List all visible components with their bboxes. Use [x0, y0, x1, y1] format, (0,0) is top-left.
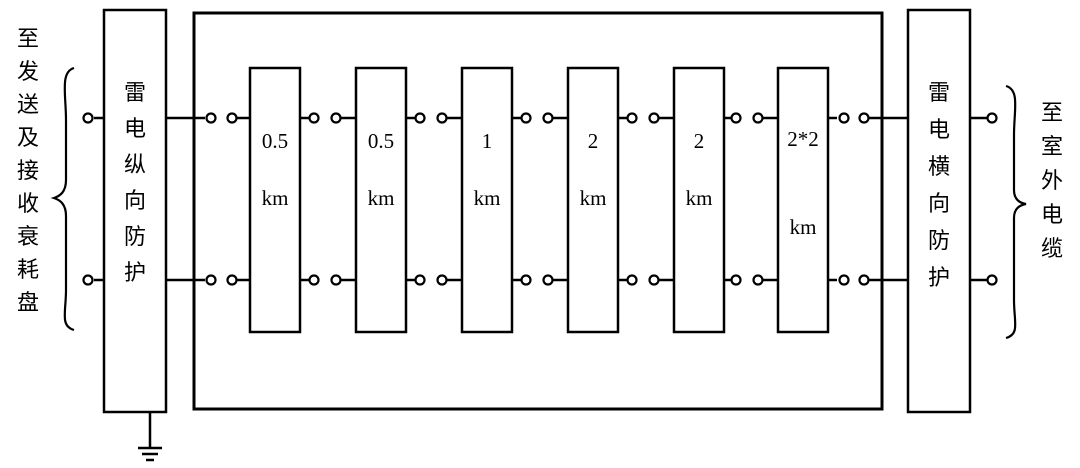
terminal-bottom-15 — [986, 274, 998, 286]
terminal-bottom-7 — [520, 274, 532, 286]
right-protector-char-5: 护 — [928, 266, 950, 291]
terminal-top-8 — [542, 112, 554, 124]
attenuator-frame — [192, 11, 884, 411]
left-label-char-4: 接 — [17, 159, 39, 184]
section-unit-4: km — [686, 186, 713, 210]
terminal-bottom-4 — [330, 274, 342, 286]
terminals — [82, 112, 998, 286]
right-label-char-1: 室 — [1041, 135, 1063, 160]
section-value-3: 2 — [588, 129, 599, 153]
terminal-bottom-14 — [858, 274, 870, 286]
terminal-bottom-8 — [542, 274, 554, 286]
section-unit-0: km — [262, 186, 289, 210]
terminal-bottom-2 — [226, 274, 238, 286]
right-protector-box — [906, 8, 972, 414]
section-box-4 — [672, 66, 726, 334]
section-box-0 — [248, 66, 302, 334]
section-unit-3: km — [580, 186, 607, 210]
terminal-bottom-3 — [308, 274, 320, 286]
right-label-char-2: 外 — [1041, 169, 1063, 194]
right-brace — [1005, 84, 1027, 340]
section-box-3 — [566, 66, 620, 334]
left-label-char-2: 送 — [17, 93, 39, 118]
section-unit-2: km — [474, 186, 501, 210]
right-protector-char-2: 横 — [928, 155, 950, 180]
section-unit-1: km — [368, 186, 395, 210]
left-label-char-5: 收 — [17, 192, 39, 217]
left-protector-char-5: 护 — [124, 261, 146, 286]
terminal-top-11 — [730, 112, 742, 124]
section-box-2 — [460, 66, 514, 334]
left-protector-box — [102, 8, 168, 414]
terminal-bottom-6 — [436, 274, 448, 286]
right-label-char-3: 电 — [1041, 203, 1063, 228]
left-label-char-1: 发 — [17, 60, 39, 85]
section-box-5 — [776, 66, 830, 334]
right-protector-char-4: 防 — [928, 229, 950, 254]
terminal-top-5 — [414, 112, 426, 124]
left-protector-char-2: 纵 — [124, 153, 146, 178]
section-value-0: 0.5 — [262, 129, 288, 153]
cable-sections: 0.5 km 0.5 km 1 km 2 km 2 km 2*2 km — [248, 66, 830, 334]
terminal-top-13 — [838, 112, 850, 124]
left-protector-char-1: 电 — [124, 117, 146, 142]
left-label-char-6: 衰 — [17, 225, 39, 250]
terminal-top-1 — [205, 112, 217, 124]
right-label-char-0: 至 — [1041, 101, 1063, 126]
terminal-bottom-11 — [730, 274, 742, 286]
terminal-top-12 — [752, 112, 764, 124]
terminal-top-6 — [436, 112, 448, 124]
terminal-top-9 — [626, 112, 638, 124]
left-label-char-3: 及 — [17, 126, 39, 151]
terminal-bottom-12 — [752, 274, 764, 286]
terminal-bottom-5 — [414, 274, 426, 286]
terminal-top-15 — [986, 112, 998, 124]
right-label-char-4: 缆 — [1041, 237, 1063, 262]
section-box-1 — [354, 66, 408, 334]
right-protector-char-3: 向 — [928, 192, 950, 217]
left-protector-char-0: 雷 — [124, 81, 146, 106]
section-unit-5: km — [790, 215, 817, 239]
left-protector-char-3: 向 — [124, 189, 146, 214]
terminal-bottom-9 — [626, 274, 638, 286]
section-value-4: 2 — [694, 129, 705, 153]
terminal-bottom-1 — [205, 274, 217, 286]
terminal-top-0 — [82, 112, 94, 124]
left-label-char-7: 耗 — [17, 258, 39, 283]
terminal-bottom-13 — [838, 274, 850, 286]
terminal-top-7 — [520, 112, 532, 124]
left-label-char-8: 盘 — [17, 291, 39, 316]
terminal-bottom-10 — [648, 274, 660, 286]
right-protector-char-0: 雷 — [928, 81, 950, 106]
section-value-2: 1 — [482, 129, 493, 153]
right-protector-char-1: 电 — [928, 118, 950, 143]
terminal-top-14 — [858, 112, 870, 124]
terminal-top-3 — [308, 112, 320, 124]
section-value-5: 2*2 — [787, 127, 819, 151]
terminal-bottom-0 — [82, 274, 94, 286]
left-protector-char-4: 防 — [124, 225, 146, 250]
ground-icon — [138, 412, 162, 462]
terminal-top-2 — [226, 112, 238, 124]
wires — [94, 116, 987, 282]
left-label-char-0: 至 — [17, 27, 39, 52]
terminal-top-10 — [648, 112, 660, 124]
left-brace — [50, 66, 75, 332]
terminal-top-4 — [330, 112, 342, 124]
section-value-1: 0.5 — [368, 129, 394, 153]
